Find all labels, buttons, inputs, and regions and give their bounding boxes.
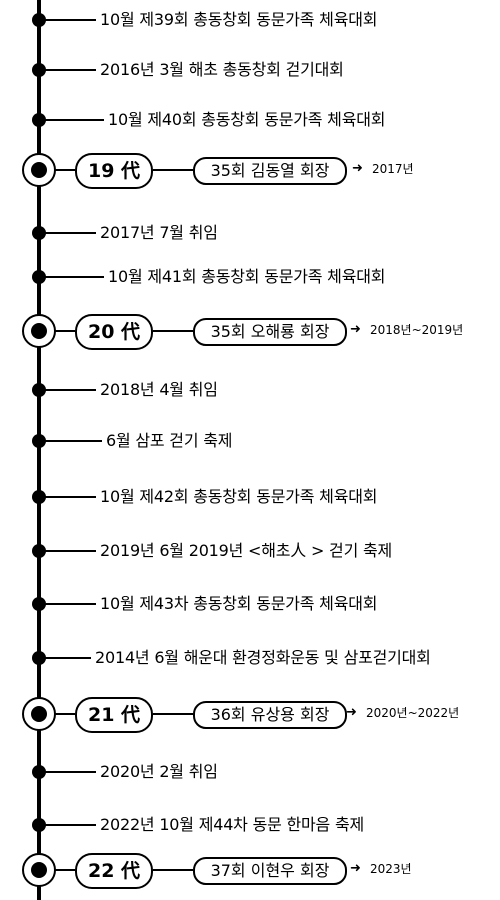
event-dot: [32, 113, 46, 127]
generation-marker-core: [31, 706, 47, 722]
event-dot: [32, 434, 46, 448]
event-text: 2016년 3월 해초 총동창회 걷기대회: [100, 60, 344, 79]
term-years: 2023년: [370, 862, 412, 876]
generation-connector: [54, 869, 75, 871]
timeline-spine: [37, 0, 41, 900]
generation-marker: [22, 853, 56, 887]
event-text: 2018년 4월 취임: [100, 380, 218, 399]
event-connector: [40, 550, 96, 552]
event-text: 2019년 6월 2019년 <해초人 > 걷기 축제: [100, 541, 393, 560]
event-dot: [32, 383, 46, 397]
president-label: 37회 이현우 회장: [193, 857, 347, 885]
arrow-right-icon: ➜: [352, 161, 363, 176]
president-label: 35회 오해룡 회장: [193, 318, 347, 346]
event-text: 2014년 6월 해운대 환경정화운동 및 삼포걷기대회: [95, 648, 431, 667]
event-text: 2017년 7월 취임: [100, 223, 218, 242]
president-connector: [153, 869, 193, 871]
event-dot: [32, 63, 46, 77]
generation-connector: [54, 713, 75, 715]
event-dot: [32, 765, 46, 779]
generation-marker-core: [31, 162, 47, 178]
president-connector: [153, 713, 193, 715]
president-connector: [153, 330, 193, 332]
event-dot: [32, 490, 46, 504]
event-text: 10월 제40회 총동창회 동문가족 체육대회: [108, 110, 386, 129]
generation-connector: [54, 169, 75, 171]
event-connector: [40, 19, 96, 21]
event-text: 2022년 10월 제44차 동문 한마음 축제: [100, 815, 364, 834]
arrow-right-icon: ➜: [346, 705, 357, 720]
event-text: 6월 삼포 걷기 축제: [106, 431, 233, 450]
generation-label: 19 代: [75, 153, 153, 189]
event-dot: [32, 13, 46, 27]
arrow-right-icon: ➜: [350, 322, 361, 337]
event-dot: [32, 818, 46, 832]
event-text: 2020년 2월 취임: [100, 762, 218, 781]
event-connector: [40, 603, 96, 605]
generation-marker-core: [31, 862, 47, 878]
event-text: 10월 제39회 총동창회 동문가족 체육대회: [100, 10, 378, 29]
event-text: 10월 제41회 총동창회 동문가족 체육대회: [108, 267, 386, 286]
event-connector: [40, 232, 96, 234]
generation-marker: [22, 314, 56, 348]
event-connector: [40, 496, 96, 498]
term-years: 2020년~2022년: [366, 706, 460, 720]
event-text: 10월 제42회 총동창회 동문가족 체육대회: [100, 487, 378, 506]
event-connector: [40, 657, 91, 659]
arrow-right-icon: ➜: [350, 861, 361, 876]
president-label: 36회 유상용 회장: [193, 701, 347, 729]
event-connector: [40, 389, 96, 391]
event-dot: [32, 544, 46, 558]
event-connector: [40, 824, 96, 826]
generation-label: 21 代: [75, 697, 153, 733]
event-dot: [32, 597, 46, 611]
generation-label: 20 代: [75, 314, 153, 350]
event-dot: [32, 270, 46, 284]
event-connector: [40, 119, 104, 121]
event-dot: [32, 651, 46, 665]
generation-marker: [22, 153, 56, 187]
event-text: 10월 제43차 총동창회 동문가족 체육대회: [100, 594, 378, 613]
event-connector: [40, 771, 96, 773]
president-connector: [153, 169, 193, 171]
term-years: 2017년: [372, 162, 414, 176]
event-connector: [40, 69, 96, 71]
generation-marker: [22, 697, 56, 731]
term-years: 2018년~2019년: [370, 323, 464, 337]
president-label: 35회 김동열 회장: [193, 157, 347, 185]
generation-label: 22 代: [75, 853, 153, 889]
generation-marker-core: [31, 323, 47, 339]
event-dot: [32, 226, 46, 240]
generation-connector: [54, 330, 75, 332]
event-connector: [40, 276, 104, 278]
event-connector: [40, 440, 102, 442]
